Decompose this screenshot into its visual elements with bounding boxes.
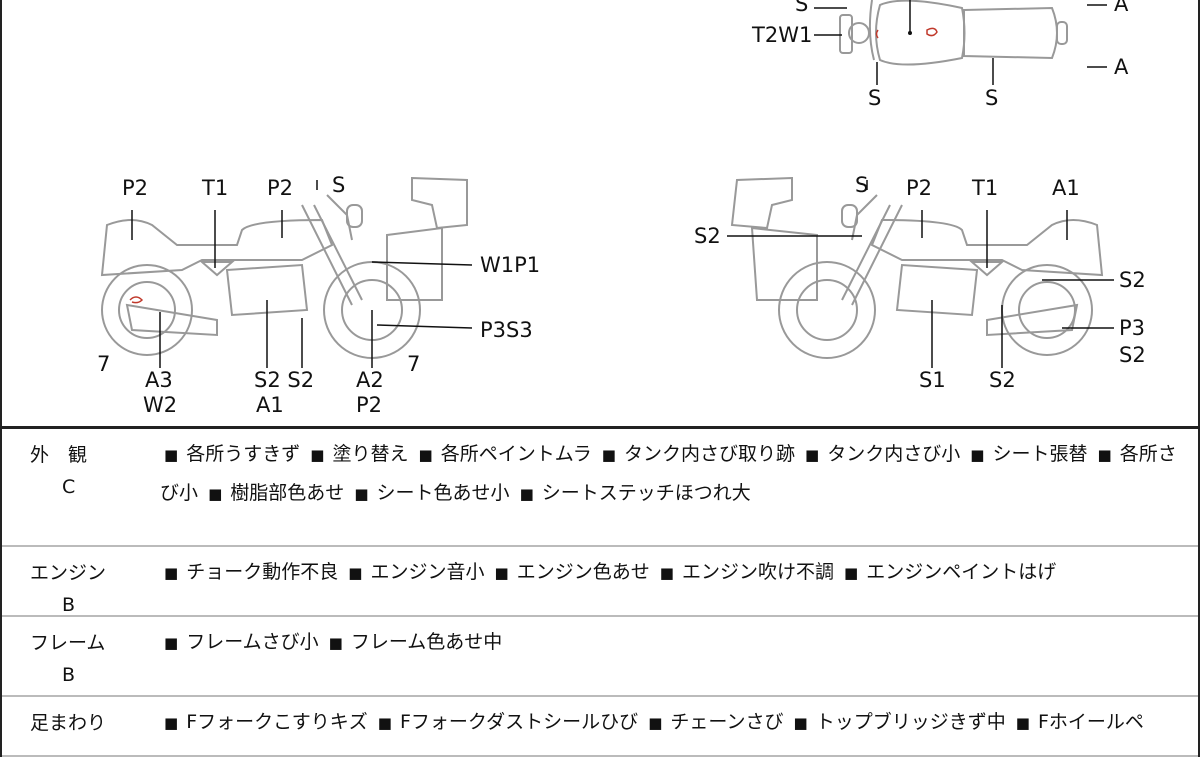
callout-label: S2 (694, 224, 721, 248)
condition-row: 外 観 C ■ 各所うすきず ■ 塗り替え ■ 各所ペイントムラ ■ タンク内さび取り跡 ■… (2, 429, 1198, 547)
condition-item: Fフォークダストシールひび (399, 711, 639, 733)
condition-item: 各所さび小 (160, 443, 1177, 504)
condition-item: Fフォークこすりキズ (186, 711, 368, 733)
bullet-square-icon: ■ (494, 564, 509, 582)
bullet-square-icon: ■ (164, 446, 179, 464)
condition-table: 外 観 C ■ 各所うすきず ■ 塗り替え ■ 各所ペイントムラ ■ タンク内さび取り跡 ■… (0, 426, 1200, 757)
condition-item: 各所うすきず (186, 443, 301, 465)
category-cell: フレーム B (2, 617, 152, 695)
items-cell: ■ フレームさび小 ■ フレーム色あせ中 (152, 617, 1198, 695)
callout-label: A3 (145, 368, 173, 392)
bullet-square-icon: ■ (164, 714, 179, 732)
bullet-square-icon: ■ (519, 485, 534, 503)
callout-label: S1 (919, 368, 946, 392)
bullet-square-icon: ■ (1015, 714, 1030, 732)
bullet-square-icon: ■ (793, 714, 808, 732)
category-label: 外 観 (30, 444, 88, 466)
callout-label: S (868, 86, 882, 110)
condition-item: チェーンさび (670, 711, 784, 733)
callout-label: A1 (1052, 176, 1080, 200)
condition-item: タンク内さび小 (827, 443, 961, 465)
top-view-bike (839, 0, 1068, 66)
callout-label: A (1114, 55, 1129, 79)
right-side-bike (730, 176, 1104, 359)
condition-row: フレーム B ■ フレームさび小 ■ フレーム色あせ中 (2, 617, 1198, 697)
callout-label: T1 (972, 176, 999, 200)
callout-label: S2 (1119, 268, 1146, 292)
condition-item: タンク内さび取り跡 (623, 443, 795, 465)
callout-label: 7 (407, 352, 421, 376)
callout-label: S (855, 173, 869, 197)
grade-label: C (62, 476, 76, 498)
callout-label: S2 (989, 368, 1016, 392)
category-cell: 外 観 C (2, 429, 152, 545)
condition-item: 樹脂部色あせ (230, 482, 345, 504)
bullet-square-icon: ■ (310, 446, 325, 464)
callout-label: T2W1 (752, 23, 813, 47)
condition-item: フレーム色あせ中 (350, 631, 503, 653)
callout-label: W1P1 (480, 253, 541, 277)
condition-item: Fホイールペ (1037, 711, 1144, 733)
condition-item: 塗り替え (332, 443, 409, 465)
bullet-square-icon: ■ (328, 634, 343, 652)
bullet-square-icon: ■ (348, 564, 363, 582)
bullet-square-icon: ■ (659, 564, 674, 582)
bullet-square-icon: ■ (164, 564, 179, 582)
condition-item: エンジンペイントはげ (866, 561, 1057, 583)
condition-row: 足まわり ■ Fフォークこすりキズ ■ Fフォークダストシールひび ■ チェーンさび ■… (2, 697, 1198, 757)
condition-item: シート色あせ小 (376, 482, 510, 504)
condition-item: フレームさび小 (186, 631, 319, 653)
condition-item: シート張替 (992, 443, 1088, 465)
bullet-square-icon: ■ (805, 446, 820, 464)
condition-row: エンジン B ■ チョーク動作不良 ■ エンジン音小 ■ エンジン色あせ ■ エンジン吹け不… (2, 547, 1198, 617)
callout-label: S (795, 0, 809, 16)
callout-label: T1 (202, 176, 229, 200)
condition-item: エンジン吹け不調 (681, 561, 834, 583)
items-cell: ■ チョーク動作不良 ■ エンジン音小 ■ エンジン色あせ ■ エンジン吹け不調 ■ エン… (152, 547, 1198, 615)
bullet-square-icon: ■ (164, 634, 179, 652)
bullet-square-icon: ■ (648, 714, 663, 732)
callout-label: P2 (356, 393, 383, 417)
category-cell: エンジン B (2, 547, 152, 616)
bullet-square-icon: ■ (208, 485, 223, 503)
callout-label: A2 (356, 368, 384, 392)
bullet-square-icon: ■ (601, 446, 616, 464)
motorcycle-drawings (100, 0, 1114, 368)
items-cell: ■ 各所うすきず ■ 塗り替え ■ 各所ペイントムラ ■ タンク内さび取り跡 ■ タンク内… (152, 429, 1198, 545)
callout-label: W2 (143, 393, 178, 417)
callout-label: P3S3 (480, 318, 533, 342)
items-cell: ■ Fフォークこすりキズ ■ Fフォークダストシールひび ■ チェーンさび ■ トップブ… (152, 697, 1198, 755)
category-cell: 足まわり (2, 697, 152, 755)
grade-label: B (62, 664, 76, 686)
bullet-square-icon: ■ (1097, 446, 1112, 464)
callout-label: A1 (256, 393, 284, 417)
callout-label: P3 (1119, 316, 1146, 340)
damage-diagram: S T2W1 A A S S P2 T1 P2 S W1P1 P3S3 7 A3… (0, 0, 1200, 428)
condition-item: 各所ペイントムラ (440, 443, 592, 465)
category-label: エンジン (30, 562, 107, 584)
category-label: 足まわり (30, 712, 107, 734)
condition-item: エンジン色あせ (516, 561, 650, 583)
bullet-square-icon: ■ (418, 446, 433, 464)
bullet-square-icon: ■ (377, 714, 392, 732)
callout-label: S (332, 173, 346, 197)
callout-label: 7 (97, 352, 111, 376)
bullet-square-icon: ■ (970, 446, 985, 464)
callout-label: S2 S2 (254, 368, 315, 392)
condition-item: シートステッチほつれ大 (541, 482, 751, 504)
condition-item: エンジン音小 (370, 561, 485, 583)
callout-label: S (985, 86, 999, 110)
callout-label: A (1114, 0, 1129, 16)
condition-item: トップブリッジきず中 (815, 711, 1006, 733)
callout-label: P2 (122, 176, 149, 200)
grade-label: B (62, 594, 76, 616)
bullet-square-icon: ■ (354, 485, 369, 503)
left-side-bike (100, 176, 468, 359)
callout-label: P2 (906, 176, 933, 200)
condition-item: チョーク動作不良 (186, 561, 339, 583)
bullet-square-icon: ■ (844, 564, 859, 582)
callout-label: S2 (1119, 343, 1146, 367)
callout-label: P2 (267, 176, 294, 200)
category-label: フレーム (30, 632, 106, 654)
